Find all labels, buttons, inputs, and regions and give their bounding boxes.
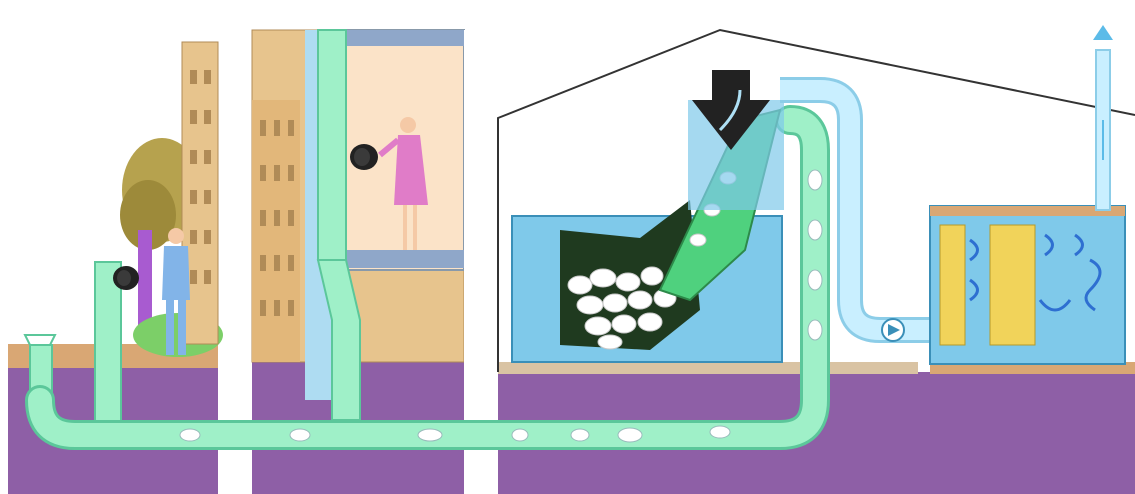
soil xyxy=(8,344,1135,494)
exhaust-stack xyxy=(1093,25,1113,210)
separator-cyclone xyxy=(688,70,784,210)
fan-filter-unit xyxy=(930,206,1125,364)
